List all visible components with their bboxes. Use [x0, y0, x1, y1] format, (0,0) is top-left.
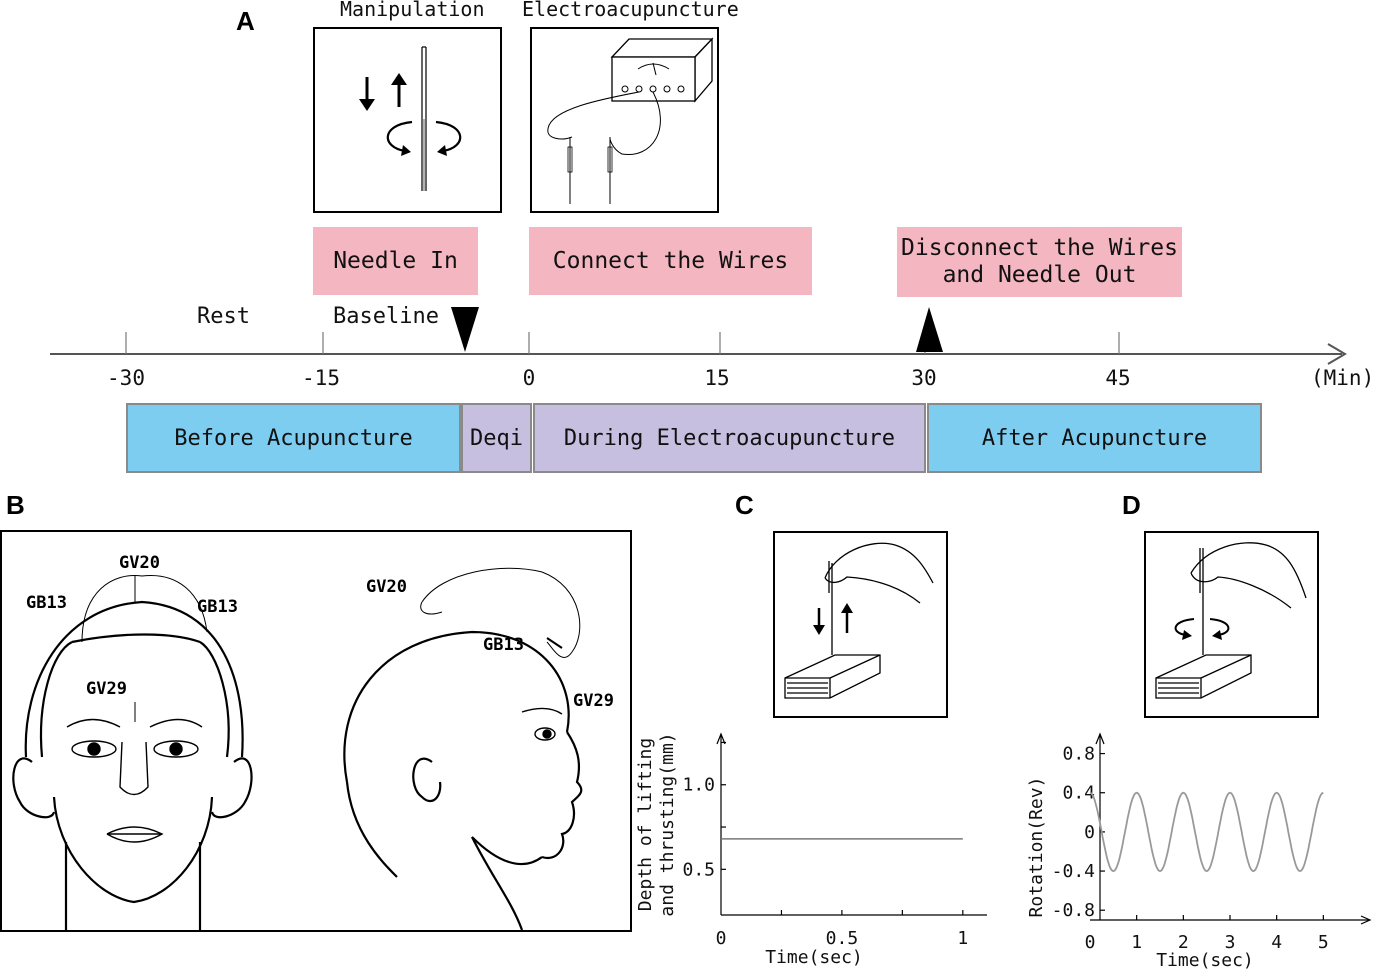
phase-before-acupuncture: Before Acupuncture — [126, 403, 461, 473]
needle-out-marker — [916, 307, 943, 352]
chart-c-y-label: Depth of lifting — [635, 738, 656, 911]
chart-d-x-tick-label: 1 — [1131, 932, 1142, 953]
chart-d-x-arrow — [1360, 915, 1372, 925]
phase-deqi-label: Deqi — [470, 425, 523, 451]
point-side-gv29: GV29 — [573, 691, 614, 711]
chart-c-x-tick-label: 0.5 — [826, 928, 859, 949]
point-front-gv29: GV29 — [86, 679, 127, 699]
side-scalp-outline — [420, 567, 581, 658]
acupoint-illustration — [0, 530, 632, 932]
tick-15: 15 — [704, 366, 730, 390]
chart-d-x-label: Time(sec) — [1156, 950, 1254, 970]
front-face-features — [66, 718, 203, 843]
disconnect-line2: and Needle Out — [942, 262, 1137, 288]
chart-d-y-tick-label: 0 — [1084, 822, 1095, 843]
point-front-gb13-right: GB13 — [197, 597, 238, 617]
tick-minus-30: -30 — [107, 366, 145, 390]
panel-label-d: D — [1122, 490, 1141, 520]
front-scalp-outline — [81, 575, 208, 722]
connect-wires-label: Connect the Wires — [552, 247, 789, 274]
chart-c-x-label: Time(sec) — [765, 947, 863, 968]
phase-after-acupuncture: After Acupuncture — [927, 403, 1262, 473]
lifting-thrusting-illustration — [773, 531, 948, 718]
timeline-axis — [50, 307, 1347, 365]
chart-d-x-tick-label: 2 — [1178, 932, 1189, 953]
connect-wires-event: Connect the Wires — [529, 227, 812, 295]
chart-d-y-arrow — [1095, 732, 1105, 745]
manipulation-illustration — [313, 27, 502, 213]
lifting-thrusting-hand-icon — [784, 542, 934, 699]
tick-0: 0 — [522, 366, 536, 390]
stimulator-device-icon — [547, 37, 714, 204]
point-front-gv20: GV20 — [119, 553, 160, 573]
manipulation-needle-icon — [359, 46, 462, 191]
phase-before-label: Before Acupuncture — [174, 425, 413, 451]
tick-minus-15: -15 — [302, 366, 340, 390]
chart-d-y-label: Rotation(Rev) — [1026, 777, 1047, 918]
panel-label-b: B — [6, 490, 25, 520]
chart-c-x-tick-label: 1 — [957, 928, 968, 949]
chart-c-x-tick-label: 0 — [716, 928, 727, 949]
chart-c-y-arrow — [716, 732, 726, 745]
front-head-icon — [12, 600, 253, 930]
phase-during-label: During Electroacupuncture — [563, 425, 896, 451]
phase-during-electroacupuncture: During Electroacupuncture — [533, 403, 926, 473]
time-unit-label: (Min) — [1311, 366, 1375, 390]
panel-label-a: A — [236, 6, 255, 36]
manipulation-title: Manipulation — [340, 0, 485, 21]
needle-in-marker — [451, 307, 479, 352]
point-side-gb13: GB13 — [483, 635, 524, 655]
baseline-label: Baseline — [333, 304, 439, 329]
chart-d-series-line — [1089, 791, 1324, 873]
disconnect-wires-event: Disconnect the Wires and Needle Out — [897, 227, 1182, 297]
chart-d-y-tick-label: -0.4 — [1052, 861, 1095, 882]
needle-in-label: Needle In — [333, 247, 458, 274]
electroacupuncture-title: Electroacupuncture — [522, 0, 739, 21]
chart-d-y-tick-label: -0.8 — [1052, 900, 1095, 921]
side-head-icon — [343, 630, 583, 931]
chart-d-x-tick-label: 5 — [1318, 932, 1329, 953]
electroacupuncture-illustration — [530, 27, 719, 213]
chart-c-y-tick-label: 0.5 — [682, 859, 715, 880]
tick-45: 45 — [1105, 366, 1131, 390]
side-face-features — [521, 707, 563, 741]
needle-in-event: Needle In — [313, 227, 478, 295]
rest-label: Rest — [197, 304, 250, 329]
chart-c-y-tick-label: 1.0 — [682, 775, 715, 796]
chart-c-y-label: and thrusting(mm) — [657, 732, 678, 916]
chart-d-x-tick-label: 0 — [1085, 932, 1096, 953]
panel-label-c: C — [735, 490, 754, 520]
phase-after-label: After Acupuncture — [981, 425, 1208, 451]
chart-d-x-tick-label: 3 — [1225, 932, 1236, 953]
phase-deqi: Deqi — [461, 403, 532, 473]
rotation-hand-icon — [1155, 542, 1307, 699]
rotation-illustration — [1144, 531, 1319, 718]
tick-30: 30 — [911, 366, 937, 390]
head-drawings — [12, 567, 583, 931]
point-front-gb13-left: GB13 — [26, 593, 67, 613]
chart-d-x-tick-label: 4 — [1271, 932, 1282, 953]
point-side-gv20: GV20 — [366, 577, 407, 597]
disconnect-line1: Disconnect the Wires — [901, 235, 1178, 261]
chart-d-y-tick-label: 0.4 — [1062, 783, 1095, 804]
chart-d-y-tick-label: 0.8 — [1062, 744, 1095, 765]
